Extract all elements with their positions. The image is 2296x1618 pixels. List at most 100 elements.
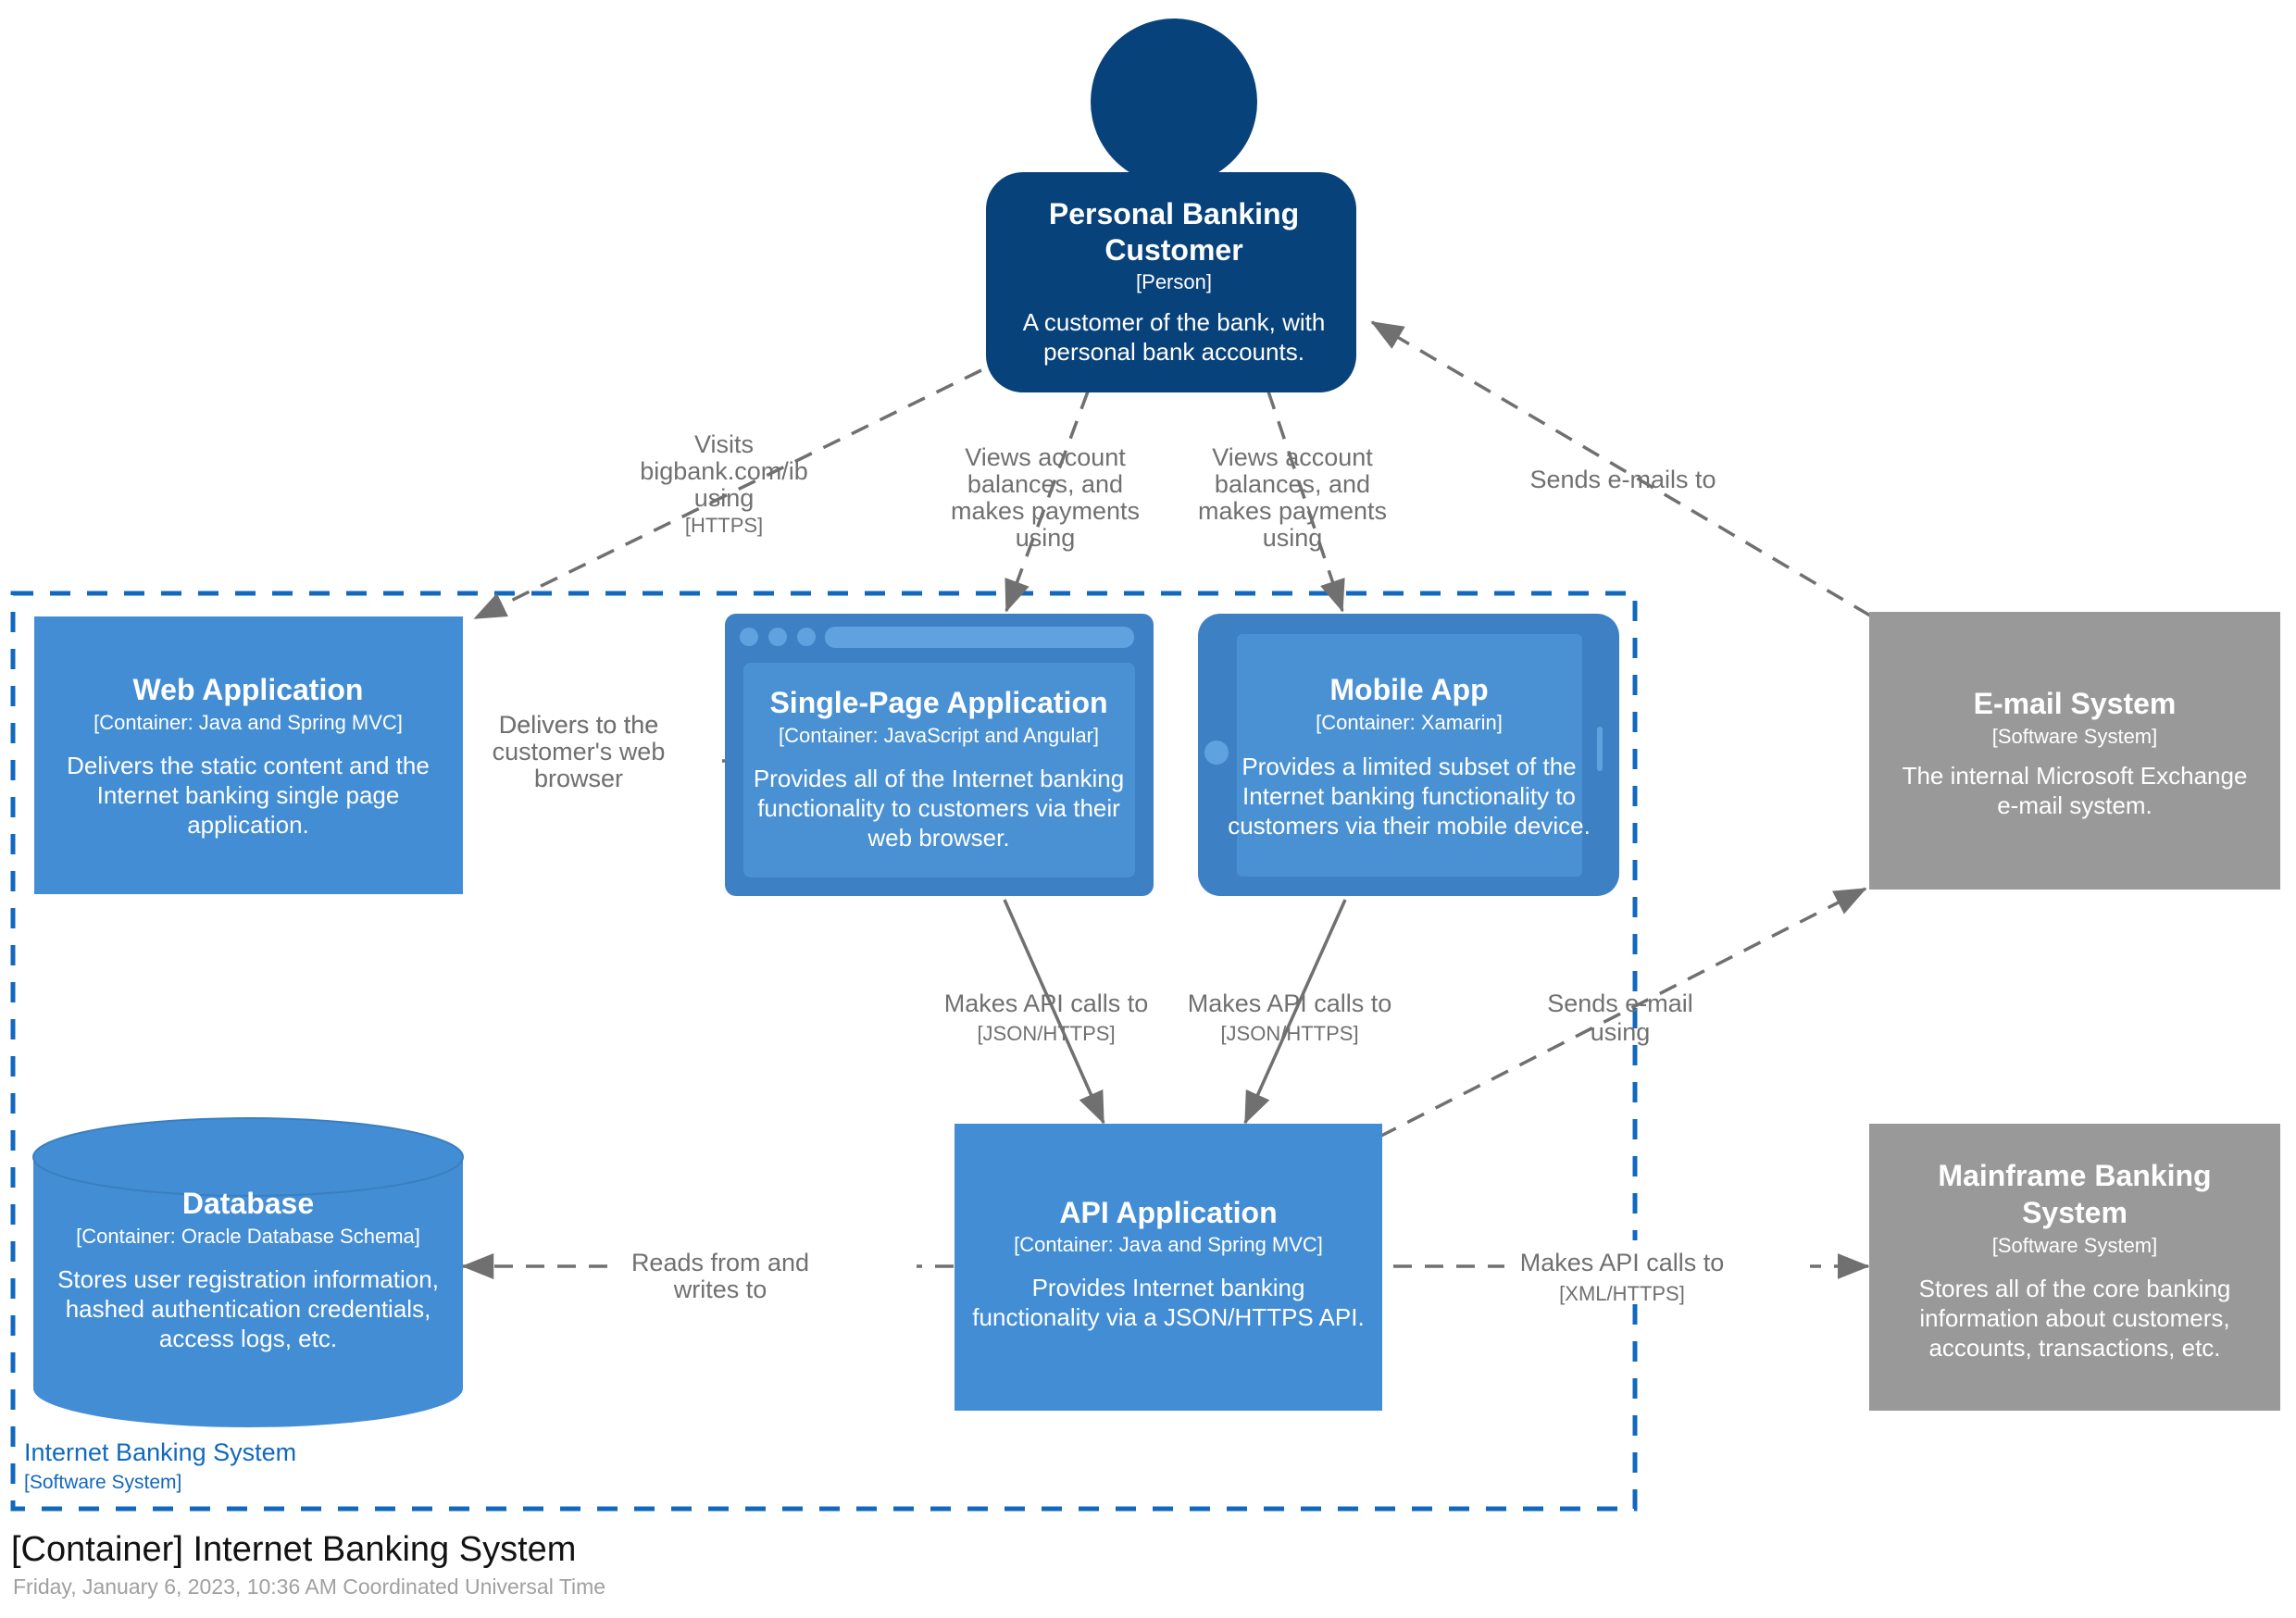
tablet-speaker-icon xyxy=(1597,727,1603,771)
node-box xyxy=(34,616,463,894)
node-mainframe-banking-system[interactable]: Mainframe Banking System [Software Syste… xyxy=(1869,1124,2280,1411)
node-title: Database xyxy=(182,1187,314,1220)
node-title-line1: Personal Banking xyxy=(1049,197,1299,230)
edge-label-customer-to-web-application-line3: using xyxy=(694,484,755,512)
node-description-line3: access logs, etc. xyxy=(159,1325,337,1352)
node-database[interactable]: Database [Container: Oracle Database Sch… xyxy=(32,1117,464,1427)
node-box xyxy=(1869,1124,2280,1411)
node-description-line1: Provides all of the Internet banking xyxy=(754,765,1124,792)
edge-label-api-to-email-line2: using xyxy=(1591,1018,1651,1046)
node-title-line2: Customer xyxy=(1104,233,1242,267)
edge-customer-to-single-page-application xyxy=(1004,391,1090,613)
edge-customer-to-mobile-app xyxy=(1267,391,1345,613)
edge-single-page-application-to-api-application xyxy=(1003,899,1105,1125)
boundary-type: [Software System] xyxy=(24,1472,181,1493)
node-type: [Container: Xamarin] xyxy=(1316,711,1503,734)
node-description-line3: application. xyxy=(187,811,309,839)
edge-label-webapp-to-spa-l1-top: Delivers to the xyxy=(499,711,659,739)
node-api-application[interactable]: API Application [Container: Java and Spr… xyxy=(955,1124,1382,1411)
edge-tech-mobileapp-to-api: [JSON/HTTPS] xyxy=(1220,1022,1358,1045)
browser-address-bar[interactable] xyxy=(825,627,1134,648)
node-description-line1: Stores user registration information, xyxy=(57,1265,439,1293)
edge-label-customer-to-spa-line4: using xyxy=(1016,524,1076,552)
edge-label-customer-to-mobile-app-line2: balances, and xyxy=(1215,470,1370,498)
browser-dot-2-icon xyxy=(768,628,787,646)
edge-label-spa-to-api: Makes API calls to xyxy=(944,989,1149,1017)
edge-api-application-to-email-system xyxy=(1379,887,1867,1139)
node-title-line1: Mainframe Banking xyxy=(1938,1159,2211,1192)
edge-label-customer-to-mobile-app-line3: makes payments xyxy=(1198,497,1387,525)
edge-label-customer-to-spa-line2: balances, and xyxy=(967,470,1123,498)
edge-label-webapp-to-spa-l2-top: customer's web xyxy=(493,738,666,765)
node-box xyxy=(955,1124,1382,1411)
cylinder-top-ellipse-icon xyxy=(32,1117,464,1197)
node-personal-banking-customer[interactable]: Personal Banking Customer [Person] A cus… xyxy=(986,19,1356,392)
node-type: [Container: Java and Spring MVC] xyxy=(94,711,403,734)
node-description-line1: A customer of the bank, with xyxy=(1023,308,1326,336)
node-description-line3: accounts, transactions, etc. xyxy=(1928,1334,2220,1362)
node-web-application[interactable]: Web Application [Container: Java and Spr… xyxy=(34,616,463,894)
edge-label-webapp-to-spa-line1: Delivers to the xyxy=(499,711,659,739)
edge-label-api-to-mainframe: Makes API calls to xyxy=(1520,1249,1725,1276)
node-title: Single-Page Application xyxy=(769,686,1107,719)
edge-label-api-to-database-line1: Reads from and xyxy=(631,1249,809,1276)
node-type: [Software System] xyxy=(1992,1234,2158,1257)
node-title: E-mail System xyxy=(1974,687,2177,720)
diagram-subtitle: Friday, January 6, 2023, 10:36 AM Coordi… xyxy=(13,1574,605,1599)
node-description-line3: web browser. xyxy=(867,824,1009,852)
node-type: [Software System] xyxy=(1992,725,2158,748)
edge-label-mobileapp-to-api: Makes API calls to xyxy=(1188,989,1392,1017)
node-description-line2: hashed authentication credentials, xyxy=(66,1295,431,1323)
person-head-icon xyxy=(1091,19,1257,185)
node-description-line1: The internal Microsoft Exchange xyxy=(1903,762,2248,790)
node-email-system[interactable]: E-mail System [Software System] The inte… xyxy=(1869,612,2280,890)
node-type: [Container: Oracle Database Schema] xyxy=(76,1225,420,1248)
edge-label-api-to-database-line2: writes to xyxy=(673,1276,767,1303)
boundary-name: Internet Banking System xyxy=(24,1438,296,1466)
system-boundary-internet-banking xyxy=(10,591,1638,1512)
node-title-line2: System xyxy=(2022,1196,2128,1229)
node-description-line2: Internet banking single page xyxy=(97,781,400,809)
node-mobile-app[interactable]: Mobile App [Container: Xamarin] Provides… xyxy=(1198,614,1619,896)
node-description-line1: Provides Internet banking xyxy=(1032,1274,1305,1301)
edge-label-webapp-to-spa-l3-top: browser xyxy=(534,765,623,792)
node-type: [Person] xyxy=(1136,270,1212,293)
node-single-page-application[interactable]: Single-Page Application [Container: Java… xyxy=(725,614,1154,896)
node-description-line1: Delivers the static content and the xyxy=(67,752,430,779)
cylinder-body-shape xyxy=(33,1157,463,1427)
node-title: Web Application xyxy=(133,673,364,706)
node-description-line2: Internet banking functionality to xyxy=(1242,782,1576,810)
node-type: [Container: Java and Spring MVC] xyxy=(1014,1233,1323,1256)
diagram-title: [Container] Internet Banking System xyxy=(11,1530,576,1569)
edge-label-customer-to-mobile-app-line4: using xyxy=(1263,524,1323,552)
node-description-line2: e-mail system. xyxy=(1997,791,2152,819)
edge-label-api-to-email-line1: Sends e-mail xyxy=(1547,989,1693,1017)
edge-email-system-to-customer xyxy=(1370,320,1871,617)
node-description-line1: Stores all of the core banking xyxy=(1919,1275,2231,1302)
edge-label-customer-to-web-application-line2: bigbank.com/ib xyxy=(640,457,808,485)
edge-mobile-app-to-api-application xyxy=(1243,899,1347,1125)
node-description-line3: customers via their mobile device. xyxy=(1228,812,1591,840)
edge-label-customer-to-spa-line3: makes payments xyxy=(951,497,1140,525)
tablet-home-button-icon[interactable] xyxy=(1204,741,1229,765)
node-description-line1: Provides a limited subset of the xyxy=(1242,753,1576,780)
edge-tech-spa-to-api: [JSON/HTTPS] xyxy=(977,1022,1115,1045)
edge-label-customer-to-web-application-line1: Visits xyxy=(694,430,754,458)
node-type: [Container: JavaScript and Angular] xyxy=(779,724,1099,747)
browser-dot-1-icon xyxy=(740,628,758,646)
browser-dot-3-icon xyxy=(797,628,816,646)
node-description-line2: information about customers, xyxy=(1919,1304,2229,1332)
edge-tech-customer-to-web-application: [HTTPS] xyxy=(685,514,763,537)
browser-viewport xyxy=(743,663,1135,877)
node-box xyxy=(1869,612,2280,890)
edge-label-customer-to-mobile-app-line1: Views account xyxy=(1212,443,1373,471)
node-title: API Application xyxy=(1059,1196,1277,1229)
node-description-line2: personal bank accounts. xyxy=(1043,338,1304,366)
node-description-line2: functionality via a JSON/HTTPS API. xyxy=(972,1303,1364,1331)
edge-label-email-system-to-customer: Sends e-mails to xyxy=(1529,466,1716,493)
edge-tech-api-to-mainframe: [XML/HTTPS] xyxy=(1559,1282,1685,1305)
node-description-line2: functionality to customers via their xyxy=(757,794,1120,822)
person-body-shape xyxy=(986,172,1356,392)
tablet-screen xyxy=(1237,634,1582,877)
